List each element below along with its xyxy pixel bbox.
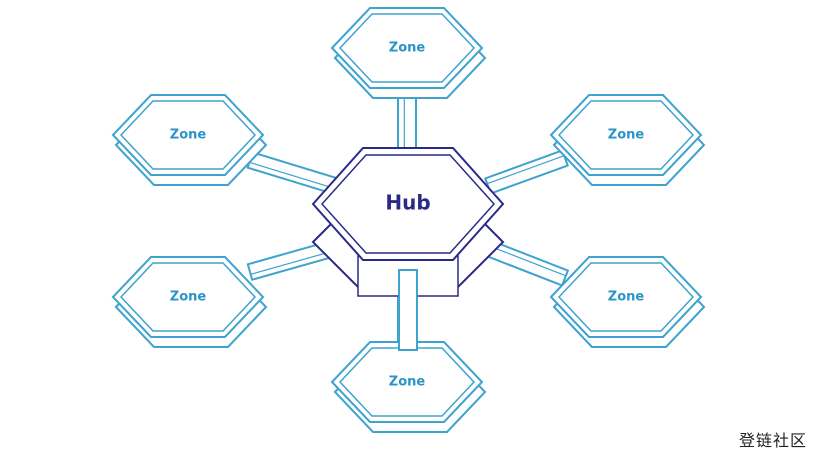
zone-label: Zone xyxy=(170,290,207,305)
zone-node-top: Zone xyxy=(330,7,487,99)
zone-inner-shape xyxy=(557,100,695,170)
zone-inner-shape xyxy=(119,262,257,332)
zone-node-lower-right: Zone xyxy=(549,256,706,348)
connector-lower-right-edge xyxy=(488,245,567,277)
connector-upper-right xyxy=(483,149,570,195)
connector-lower-left-edge xyxy=(250,249,336,275)
hub-node: Hub xyxy=(311,147,505,351)
zone-label: Zone xyxy=(608,128,645,143)
hub-label: Hub xyxy=(385,191,430,215)
zone-label: Zone xyxy=(389,375,426,390)
connector-upper-right-edge xyxy=(486,155,565,185)
zone-label: Zone xyxy=(608,290,645,305)
connector-upper-left-edge xyxy=(249,161,335,189)
zone-node-upper-right: Zone xyxy=(549,94,706,186)
zone-node-upper-left: Zone xyxy=(111,94,268,186)
zone-inner-shape xyxy=(338,347,476,417)
zone-label: Zone xyxy=(170,128,207,143)
zone-inner-shape xyxy=(119,100,257,170)
watermark-text: 登链社区 xyxy=(738,431,807,450)
zone-node-lower-left: Zone xyxy=(111,256,268,348)
zone-inner-shape xyxy=(557,262,695,332)
connector-top xyxy=(397,95,417,151)
hub-inner-shape xyxy=(320,154,496,254)
zone-node-bottom: Zone xyxy=(330,341,487,433)
zone-inner-shape xyxy=(338,13,476,83)
connector-upper-left xyxy=(246,151,339,195)
zone-label: Zone xyxy=(389,41,426,56)
connector-bottom-front xyxy=(398,269,418,351)
